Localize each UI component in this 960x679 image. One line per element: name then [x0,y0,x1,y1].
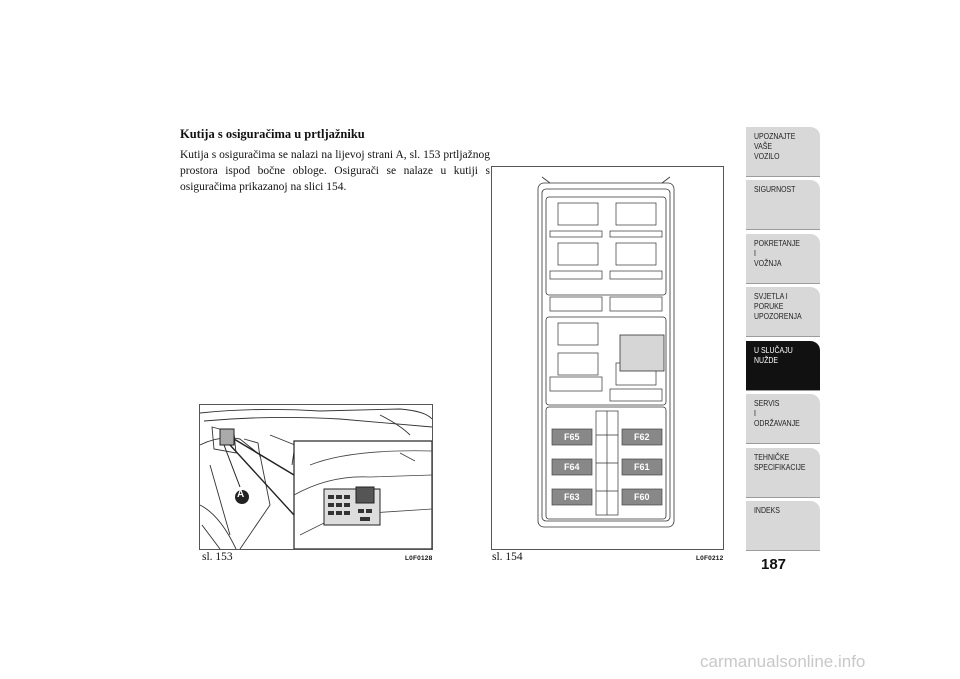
fuse-f62: F62 [634,432,650,442]
fuse-f64: F64 [564,462,580,472]
figure-153-code: L0F0128 [405,555,433,562]
watermark: carmanualsonline.info [700,652,866,671]
section-paragraph: Kutija s osiguračima se nalazi na lijevo… [180,149,490,193]
fuse-f63: F63 [564,492,580,502]
figure-154: F65 F64 F63 F62 F61 F60 [491,166,724,550]
section-heading: Kutija s osiguračima u prtljažniku [180,127,365,141]
page-number: 187 [761,556,787,573]
tab-pokretanje-i-voznja[interactable]: POKRETANJE I VOŽNJA [746,233,820,284]
tab-svjetla-i-poruke[interactable]: SVJETLA I PORUKE UPOZORENJA [746,286,820,337]
tab-tehnicke-specifikacije[interactable]: TEHNIČKE SPECIFIKACIJE [746,447,820,498]
tab-indeks[interactable]: INDEKS [746,500,820,551]
tab-sigurnost[interactable]: SIGURNOST [746,179,820,230]
tab-upoznajte-vase-vozilo[interactable]: UPOZNAJTE VAŠE VOZILO [746,126,820,177]
marker-a [235,490,249,504]
fuse-f61: F61 [634,462,650,472]
trunk-illustration [200,408,432,549]
figure-154-code: L0F0212 [696,555,724,562]
tab-servis-i-odrzavanje[interactable]: SERVIS I ODRŽAVANJE [746,393,820,444]
marker-a-label: A [237,489,245,500]
figure-153-caption: sl. 153 [202,551,233,563]
fuse-f65: F65 [564,432,580,442]
fuse-f60: F60 [634,492,650,502]
figure-153: A [199,404,433,550]
figure-154-caption: sl. 154 [492,551,523,563]
fuse-box-diagram [537,176,675,528]
tab-u-slucaju-nuzde[interactable]: U SLUČAJU NUŽDE [746,340,820,391]
